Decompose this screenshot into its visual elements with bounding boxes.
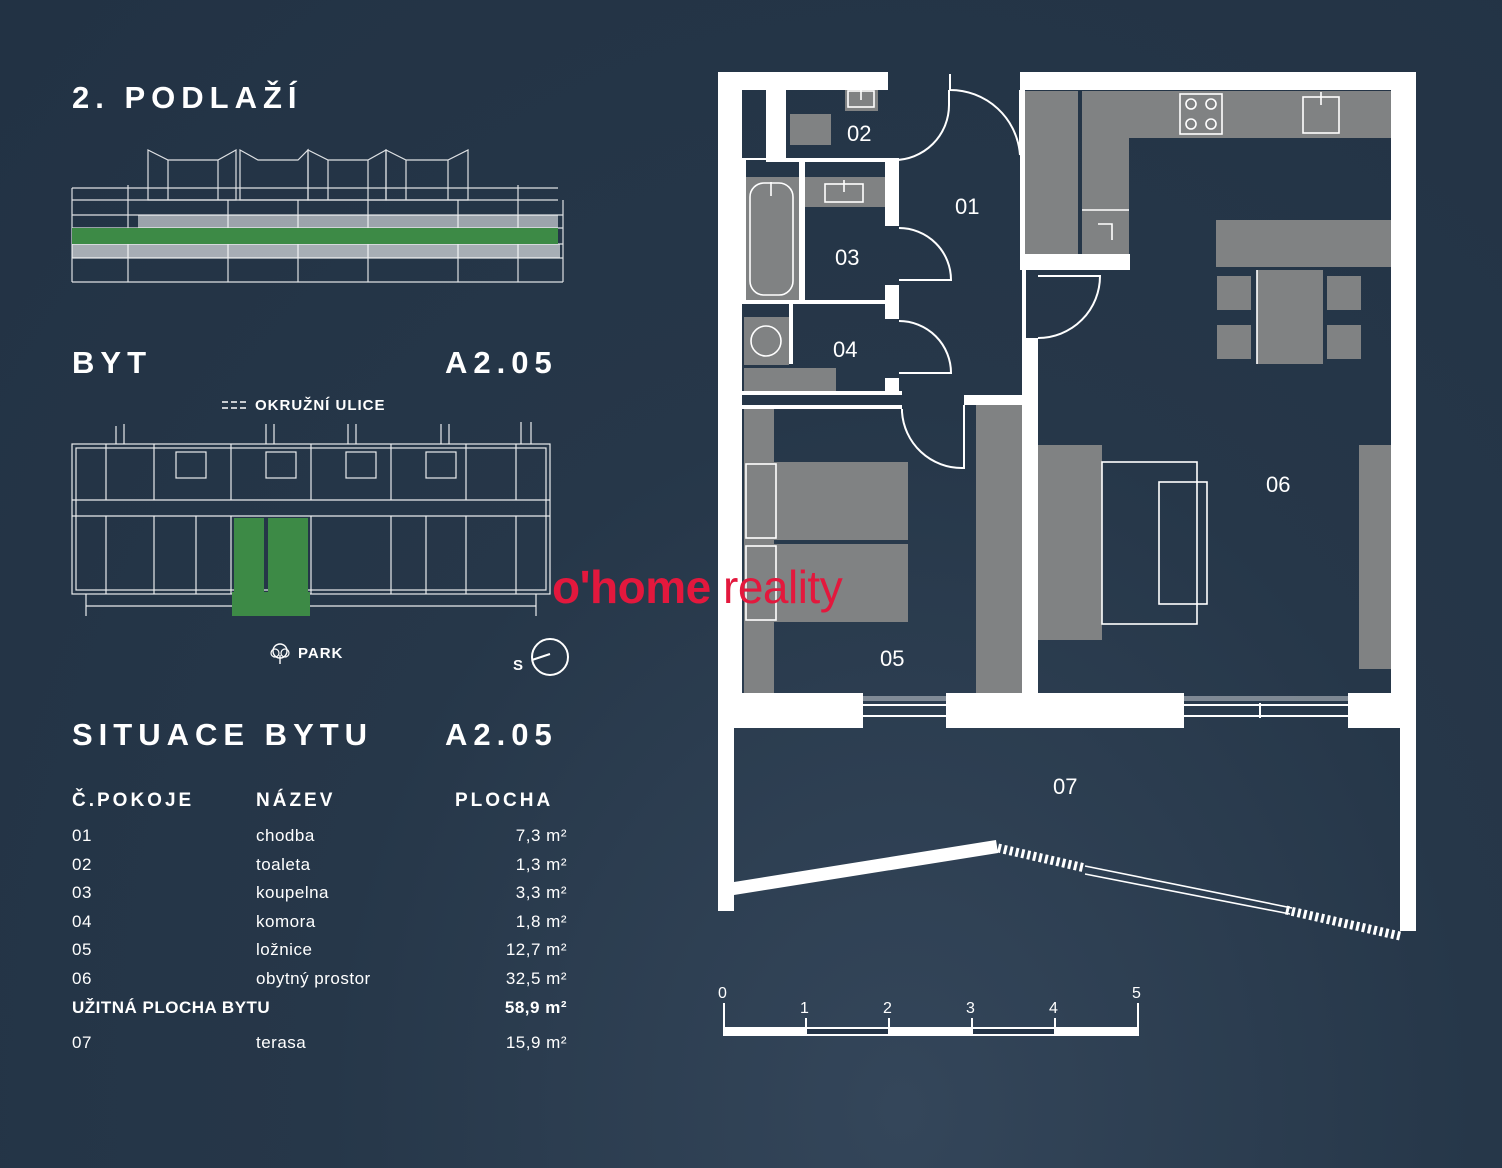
room-area: 1,3 m² bbox=[515, 855, 567, 874]
room-area: 32,5 m² bbox=[505, 969, 567, 988]
room-num: 01 bbox=[72, 826, 92, 845]
scale-tick: 0 bbox=[718, 985, 727, 1002]
scale-tick: 1 bbox=[800, 1000, 809, 1017]
tree-icon bbox=[270, 643, 290, 664]
situation-code: A2.05 bbox=[445, 717, 558, 752]
room-label-01: 01 bbox=[955, 194, 979, 219]
apartment-label: BYT bbox=[72, 345, 152, 380]
room-name: toaleta bbox=[256, 855, 311, 874]
col-head-name: NÁZEV bbox=[256, 790, 336, 811]
situation-title: SITUACE BYTU bbox=[72, 717, 374, 752]
total-area: 58,9 m² bbox=[504, 998, 567, 1017]
street-label: OKRUŽNÍ ULICE bbox=[255, 397, 386, 414]
terrace-area: 15,9 m² bbox=[505, 1033, 567, 1052]
scale-tick: 3 bbox=[966, 1000, 975, 1017]
room-name: obytný prostor bbox=[256, 969, 371, 988]
room-num: 02 bbox=[72, 855, 92, 874]
compass-icon bbox=[531, 638, 569, 676]
room-num: 04 bbox=[72, 912, 92, 931]
room-num: 06 bbox=[72, 969, 92, 988]
furniture bbox=[744, 89, 1391, 693]
compass-label: S bbox=[513, 657, 524, 674]
street-line-icon bbox=[222, 401, 248, 409]
room-area: 3,3 m² bbox=[515, 883, 567, 902]
scale-tick: 4 bbox=[1049, 1000, 1058, 1017]
room-name: komora bbox=[256, 912, 316, 931]
room-num: 05 bbox=[72, 940, 92, 959]
building-elevation bbox=[71, 148, 564, 283]
terrace-name: terasa bbox=[256, 1033, 307, 1052]
room-label-06: 06 bbox=[1266, 472, 1290, 497]
room-name: koupelna bbox=[256, 883, 330, 902]
park-label: PARK bbox=[298, 645, 344, 662]
total-label: UŽITNÁ PLOCHA BYTU bbox=[72, 998, 271, 1017]
room-area: 7,3 m² bbox=[515, 826, 567, 845]
room-name: ložnice bbox=[256, 940, 313, 959]
room-area: 1,8 m² bbox=[515, 912, 567, 931]
watermark-logo: o'home reality bbox=[552, 561, 843, 613]
scale-tick: 5 bbox=[1132, 985, 1141, 1002]
room-label-03: 03 bbox=[835, 245, 859, 270]
site-floor-plan bbox=[71, 422, 551, 616]
room-label-02: 02 bbox=[847, 121, 871, 146]
scale-bar bbox=[723, 1003, 1139, 1036]
col-head-num: Č.POKOJE bbox=[72, 790, 195, 811]
terrace-num: 07 bbox=[72, 1033, 92, 1052]
room-label-05: 05 bbox=[880, 646, 904, 671]
room-num: 03 bbox=[72, 883, 92, 902]
apartment-code: A2.05 bbox=[445, 345, 558, 380]
room-label-07: 07 bbox=[1053, 774, 1077, 799]
scale-tick: 2 bbox=[883, 1000, 892, 1017]
floor-title: 2. PODLAŽÍ bbox=[72, 80, 303, 115]
col-head-area: PLOCHA bbox=[455, 790, 554, 811]
walls bbox=[718, 72, 1416, 728]
room-name: chodba bbox=[256, 826, 315, 845]
room-label-04: 04 bbox=[833, 337, 857, 362]
room-area: 12,7 m² bbox=[505, 940, 567, 959]
